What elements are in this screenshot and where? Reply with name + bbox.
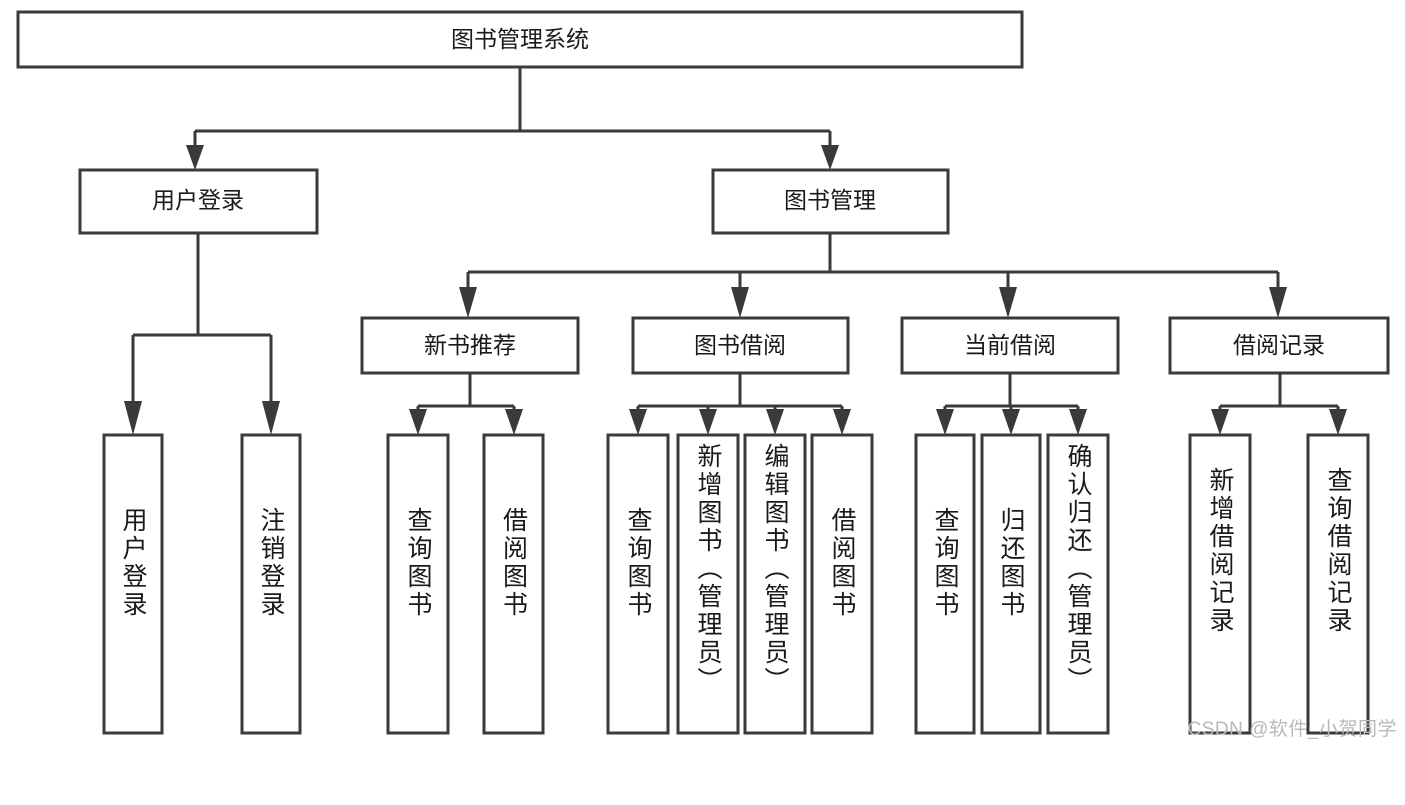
user-login-box[interactable] xyxy=(78,168,319,235)
connector-group-newbook xyxy=(409,373,523,435)
new-book-recommend-box[interactable] xyxy=(360,316,580,375)
arrow-head-current xyxy=(999,287,1017,318)
connector-group-record xyxy=(1211,373,1347,435)
arrow-head-leaf-return-book xyxy=(1002,409,1020,435)
connector-group-current xyxy=(936,373,1087,435)
leaf-box-group xyxy=(102,433,1370,735)
arrow-head-leaf-add-record xyxy=(1211,409,1229,435)
leaf-box-add-record[interactable] xyxy=(1188,433,1252,735)
leaf-box-add-book[interactable] xyxy=(676,433,740,735)
leaf-box-logout[interactable] xyxy=(240,433,302,735)
borrow-record-box[interactable] xyxy=(1168,316,1390,375)
arrow-head-leaf-borrow-book-2 xyxy=(833,409,851,435)
leaf-box-query-record[interactable] xyxy=(1306,433,1370,735)
leaf-box-query-book-3[interactable] xyxy=(914,433,976,735)
node-root[interactable]: 图书管理系统 xyxy=(16,10,1024,69)
arrow-head-leaf-borrow-book-1 xyxy=(505,409,523,435)
leaf-box-borrow-book-1[interactable] xyxy=(482,433,545,735)
system-function-tree-diagram: 图书管理系统 用户登录 图书管理 新书推荐 图书借阅 当前借阅 借阅记录 xyxy=(16,10,1390,735)
leaf-box-borrow-book-2[interactable] xyxy=(810,433,874,735)
node-user-login[interactable]: 用户登录 xyxy=(78,168,319,235)
arrow-head-record xyxy=(1269,287,1287,318)
leaf-box-user-login[interactable] xyxy=(102,433,164,735)
book-management-label: 图书管理 xyxy=(784,187,876,213)
leaf-box-edit-book[interactable] xyxy=(743,433,807,735)
borrow-record-label: 借阅记录 xyxy=(1233,332,1325,358)
node-new-book-recommend[interactable]: 新书推荐 xyxy=(360,316,580,375)
book-borrow-box[interactable] xyxy=(631,316,850,375)
arrow-head-user-login xyxy=(186,145,204,170)
book-management-box[interactable] xyxy=(711,168,950,235)
connector-group-book-mgmt xyxy=(459,233,1287,318)
node-book-borrow[interactable]: 图书借阅 xyxy=(631,316,850,375)
arrow-head-leaf-query-record xyxy=(1329,409,1347,435)
node-current-borrow[interactable]: 当前借阅 xyxy=(900,316,1120,375)
arrow-head-leaf-add-book xyxy=(699,409,717,435)
user-login-label: 用户登录 xyxy=(152,187,244,213)
root-label: 图书管理系统 xyxy=(451,26,589,52)
arrow-head-newbook xyxy=(459,287,477,318)
leaf-box-return-book[interactable] xyxy=(980,433,1042,735)
arrow-head-borrow xyxy=(731,287,749,318)
arrow-head-leaf-query-book-2 xyxy=(629,409,647,435)
current-borrow-label: 当前借阅 xyxy=(964,332,1056,358)
node-book-management[interactable]: 图书管理 xyxy=(711,168,950,235)
arrow-head-leaf-query-book-3 xyxy=(936,409,954,435)
connector-group-user-login xyxy=(124,233,280,435)
arrow-head-leaf-query-book-1 xyxy=(409,409,427,435)
book-borrow-label: 图书借阅 xyxy=(694,332,786,358)
leaf-box-query-book-2[interactable] xyxy=(606,433,670,735)
arrow-head-leaf-user-login xyxy=(124,401,142,435)
arrow-head-book-mgmt xyxy=(821,145,839,170)
leaf-box-confirm-return[interactable] xyxy=(1046,433,1110,735)
arrow-head-leaf-logout xyxy=(262,401,280,435)
root-box[interactable] xyxy=(16,10,1024,69)
arrow-head-leaf-edit-book xyxy=(766,409,784,435)
new-book-recommend-label: 新书推荐 xyxy=(424,332,516,358)
connector-group-borrow xyxy=(629,373,851,435)
connector-group-root xyxy=(186,67,839,170)
leaf-box-query-book-1[interactable] xyxy=(386,433,450,735)
current-borrow-box[interactable] xyxy=(900,316,1120,375)
watermark: CSDN @软件_小贺同学 xyxy=(1187,719,1397,740)
node-borrow-record[interactable]: 借阅记录 xyxy=(1168,316,1390,375)
arrow-head-leaf-confirm-return xyxy=(1069,409,1087,435)
